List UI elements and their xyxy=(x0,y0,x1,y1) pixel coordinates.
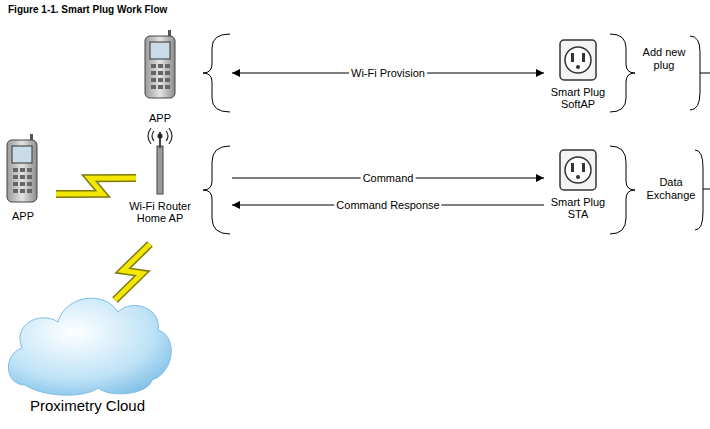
smart-plug-icon xyxy=(560,150,596,190)
node-label: Smart Plug STA xyxy=(546,196,610,220)
device-node: APP xyxy=(130,32,190,124)
wireless-link xyxy=(115,244,150,300)
bracket xyxy=(203,34,710,234)
arrow-label: Command Response xyxy=(334,199,441,212)
wireless-bolt-outline xyxy=(115,244,150,300)
smart-plug-icon xyxy=(560,40,596,80)
wireless-link xyxy=(56,178,136,194)
cloud-shape xyxy=(8,298,171,395)
device-node: Smart Plug STA xyxy=(546,146,610,220)
node-label: Proximetry Cloud xyxy=(30,397,145,420)
device-node: Smart Plug SoftAP xyxy=(546,36,610,110)
arrow-label: Wi-Fi Provision xyxy=(349,67,427,80)
node-label: Smart Plug SoftAP xyxy=(546,86,610,110)
device-node: Wi-Fi Router Home AP xyxy=(122,128,198,224)
arrow-label: Command xyxy=(361,172,416,185)
figure-title: Figure 1-1. Smart Plug Work Flow xyxy=(8,4,167,15)
node-label: APP xyxy=(149,112,171,124)
node-label: APP xyxy=(12,210,34,222)
wireless-bolt-outline xyxy=(56,178,136,194)
group-label: Add new plug xyxy=(638,46,690,72)
device-node: APP xyxy=(0,136,46,222)
router-icon xyxy=(148,128,172,194)
group-label: Data Exchange xyxy=(643,176,699,202)
node-label: Wi-Fi Router Home AP xyxy=(122,200,198,224)
cloud-node: Proximetry Cloud xyxy=(0,288,175,420)
phone-icon xyxy=(7,134,37,202)
phone-icon xyxy=(145,30,175,98)
